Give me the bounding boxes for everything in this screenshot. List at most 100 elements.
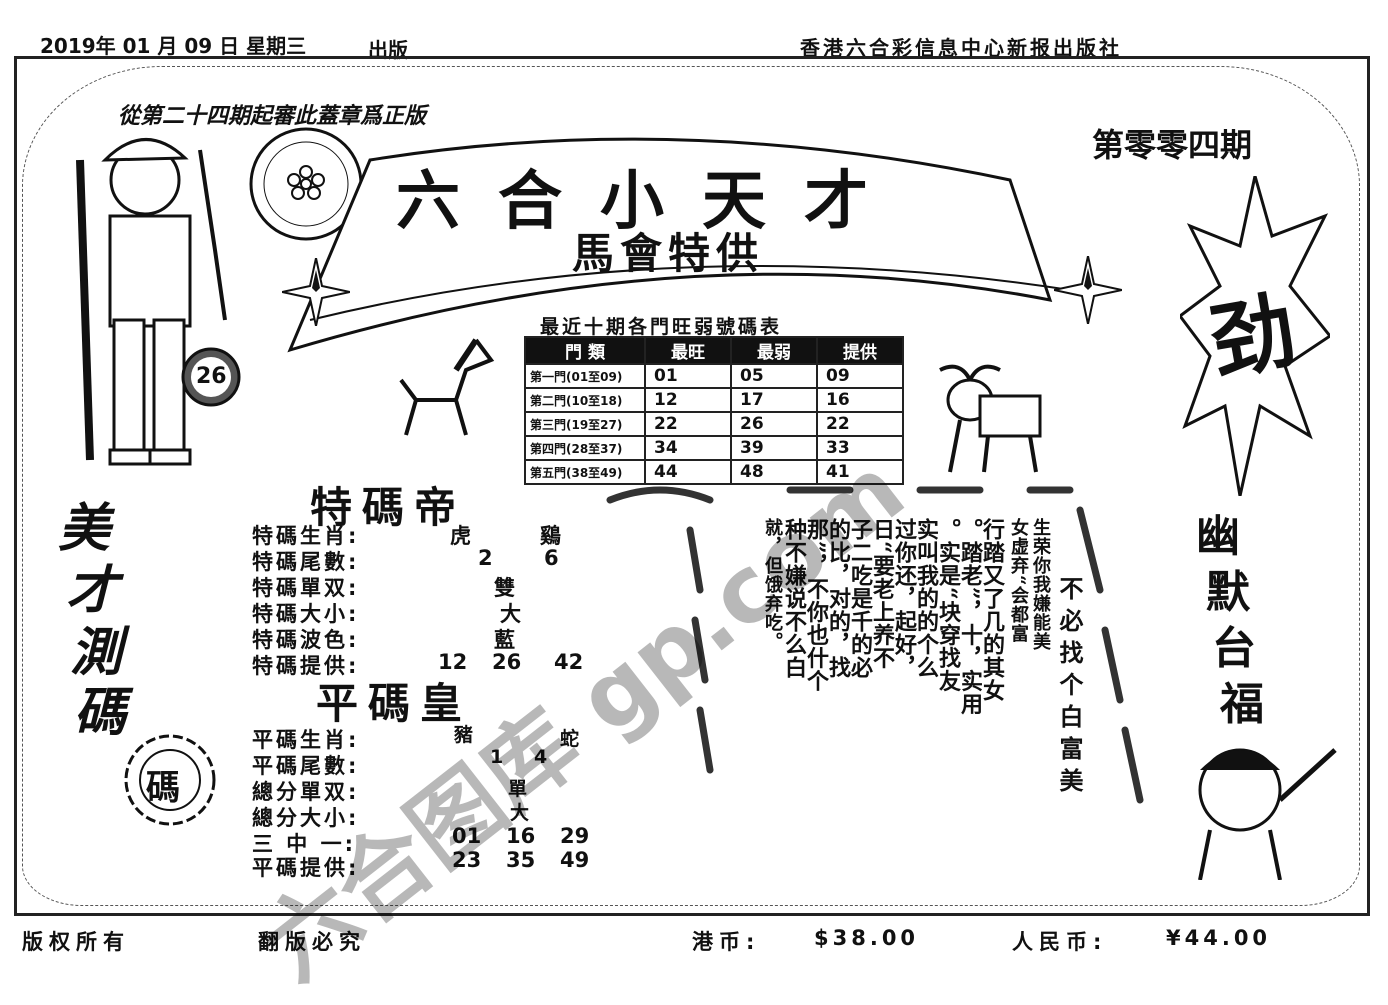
hot-cell: 22: [644, 411, 732, 437]
special-label: 特碼大小:: [252, 602, 360, 626]
special-value: 虎: [450, 524, 471, 548]
regular-title: 平碼皇: [316, 679, 473, 728]
piracy-label: 翻版必究: [258, 930, 366, 954]
ox-icon: [939, 364, 1042, 473]
table-row: 第二門(10至18) 12 17 16: [524, 387, 904, 413]
group-cell: 第一門(01至09): [524, 363, 646, 389]
special-value: 藍: [494, 628, 515, 652]
hk-price-label: 港币:: [692, 930, 761, 954]
special-row: 特碼大小:: [252, 598, 412, 628]
group-cell: 第四門(28至37): [524, 435, 646, 461]
regular-label: 總分大小:: [252, 806, 360, 830]
stamp-notice: 從第二十四期起審此蓋章爲正版: [118, 103, 427, 129]
regular-value: 豬: [454, 724, 474, 746]
special-label: 特碼單双:: [252, 576, 360, 600]
left-slogan-char: 才: [66, 560, 119, 621]
left-slogan-char: 碼: [74, 682, 127, 743]
poem-column: 过你还，起好，: [891, 518, 917, 679]
special-value: 6: [544, 546, 559, 570]
banner-ribbon: [287, 137, 1071, 353]
right-slogan-char: 默: [1206, 567, 1250, 618]
table-row: 第五門(38至49) 44 48 41: [524, 459, 904, 485]
horse-icon: [399, 338, 495, 436]
codes-table: 門 類 最旺 最弱 提供 第一門(01至09) 01 05 09 第二門(10至…: [524, 336, 904, 485]
starburst-icon: [1180, 176, 1330, 496]
special-row: 特碼提供:: [252, 650, 412, 680]
group-cell: 第三門(19至27): [524, 411, 646, 437]
regular-value: 35: [506, 848, 536, 872]
hk-price: $38.00: [814, 926, 920, 950]
regular-value: 大: [510, 802, 530, 824]
table-title: 最近十期各門旺弱號碼表: [540, 316, 783, 338]
regular-value: 29: [560, 824, 590, 848]
special-value: 雙: [494, 576, 515, 600]
special-value: 12: [438, 650, 468, 674]
special-row: 特碼尾數:: [252, 546, 412, 576]
special-label: 特碼尾數:: [252, 550, 360, 574]
group-cell: 第五門(38至49): [524, 459, 646, 485]
poem-column: 子二吃是千的必: [847, 518, 873, 679]
banner-title: 六合小天才: [396, 164, 906, 239]
swordsman-illustration: [1198, 748, 1337, 880]
regular-row: 總分單双:: [252, 776, 412, 806]
right-slogan-char: 幽: [1196, 511, 1240, 562]
regular-value: 49: [560, 848, 590, 872]
offer-cell: 22: [816, 411, 904, 437]
cold-cell: 05: [730, 363, 818, 389]
inner-frame: [22, 66, 1360, 906]
offer-cell: 09: [816, 363, 904, 389]
regular-value: 1: [490, 746, 504, 768]
poem-column: 就，但饿弃吃。: [762, 518, 783, 651]
table-header-row: 門 類 最旺 最弱 提供: [524, 336, 904, 365]
side-note: 不必找个白富美: [1055, 576, 1084, 800]
rmb-price-label: 人民币:: [1012, 930, 1108, 954]
compass-star-icon: [282, 258, 350, 326]
special-value: 26: [492, 650, 522, 674]
badge-rosette: [124, 734, 216, 826]
issue-number: 第零零四期: [1092, 126, 1253, 164]
hunter-illustration: [76, 138, 227, 466]
hot-cell: 12: [644, 387, 732, 413]
group-cell: 第二門(10至18): [524, 387, 646, 413]
special-title: 特碼帝: [310, 483, 467, 532]
column-header: 門 類: [524, 336, 646, 365]
special-label: 特碼提供:: [252, 654, 360, 678]
special-value: 2: [478, 546, 493, 570]
cold-cell: 48: [730, 459, 818, 485]
poem-column: 日“要老上养不: [869, 518, 895, 670]
column-header: 最旺: [644, 336, 732, 365]
poem-column: 女虚弃“会都富: [1008, 518, 1029, 644]
table-row: 第三門(19至27) 22 26 22: [524, 411, 904, 437]
regular-row: 平碼生肖:: [252, 724, 412, 754]
regular-value: 蛇: [560, 728, 580, 750]
table-row: 第一門(01至09) 01 05 09: [524, 363, 904, 389]
special-value: 大: [500, 602, 521, 626]
regular-value: 4: [534, 746, 548, 768]
left-slogan-char: 美: [58, 498, 111, 559]
table-row: 第四門(28至37) 34 39 33: [524, 435, 904, 461]
regular-value: 23: [452, 848, 482, 872]
column-header: 提供: [816, 336, 904, 365]
cold-cell: 26: [730, 411, 818, 437]
hot-cell: 34: [644, 435, 732, 461]
regular-label: 三 中 一:: [252, 832, 357, 856]
regular-row: 三 中 一:: [252, 828, 412, 858]
regular-label: 平碼生肖:: [252, 728, 360, 752]
poem-column: 的比，对的，找: [825, 518, 851, 679]
special-value: 鷄: [540, 524, 561, 548]
hot-cell: 01: [644, 363, 732, 389]
special-label: 特碼生肖:: [252, 524, 360, 548]
poem-column: 。踏老”，十，实用: [957, 518, 983, 716]
right-slogan-char: 福: [1220, 679, 1264, 730]
regular-value: 16: [506, 824, 536, 848]
special-value: 42: [554, 650, 584, 674]
poem-column: 生荣你我嫌能美: [1030, 518, 1051, 651]
column-header: 最弱: [730, 336, 818, 365]
cold-cell: 17: [730, 387, 818, 413]
compass-star-icon: [1054, 256, 1122, 324]
special-row: 特碼單双:: [252, 572, 412, 602]
issue-date: 2019年 01 月 09 日 星期三: [40, 34, 307, 58]
regular-row: 總分大小:: [252, 802, 412, 832]
poem-column: 种不嫌说不么白: [781, 518, 807, 679]
outer-frame: [14, 56, 1370, 916]
